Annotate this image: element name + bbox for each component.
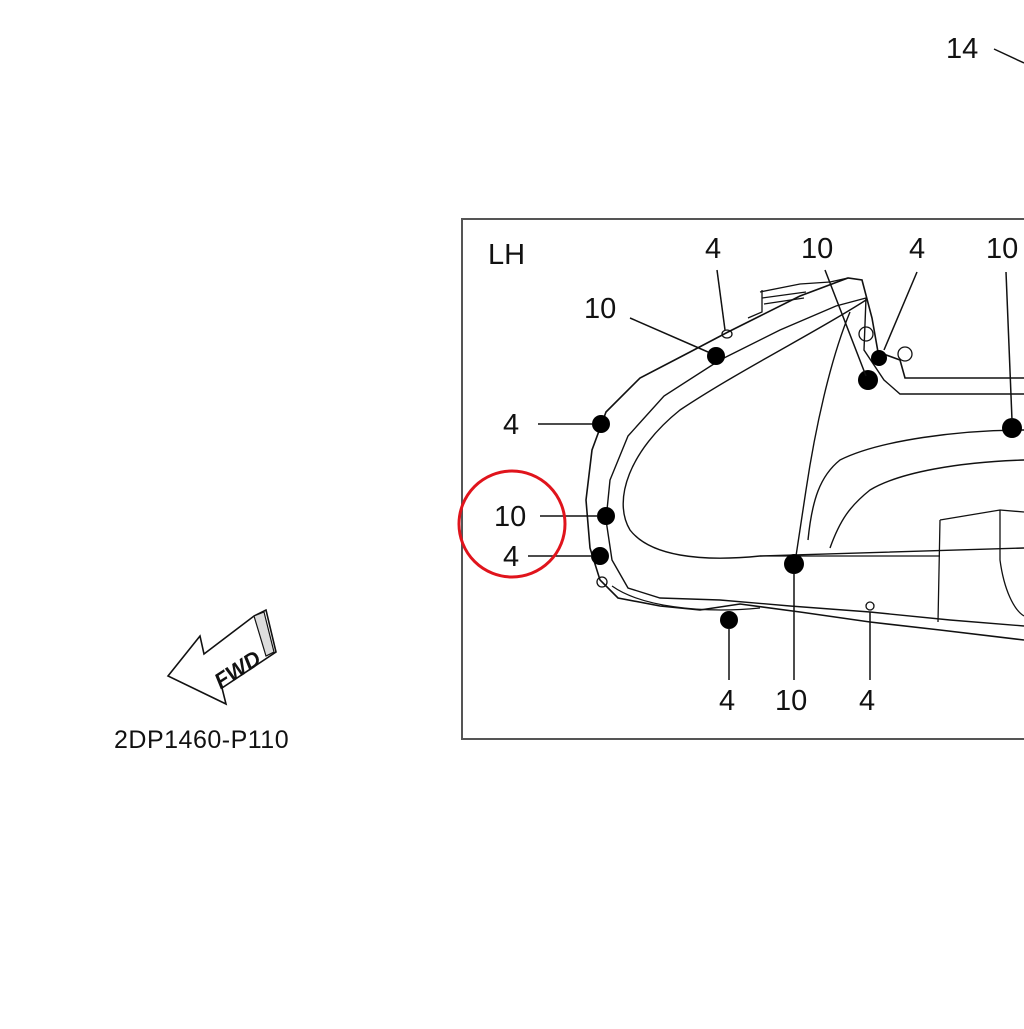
bolt-points <box>591 347 1022 629</box>
leader-line <box>993 48 1024 64</box>
cover-lower-box <box>937 509 1024 623</box>
bolt-point <box>597 507 615 525</box>
bolt-point <box>858 370 878 390</box>
callout-top-4-a: 4 <box>705 233 721 265</box>
callout-left-10-upper: 10 <box>584 293 616 325</box>
cover-rib <box>795 311 851 557</box>
callout-left-4-upper: 4 <box>503 409 519 441</box>
bolt-point <box>871 350 887 366</box>
cover-right-contour-2 <box>829 459 1024 549</box>
callout-left-4-lower: 4 <box>503 541 519 573</box>
part-number-top: 14 <box>946 33 978 65</box>
leader-lines <box>528 269 1013 680</box>
cover-lower-lip <box>611 585 761 611</box>
cover-vent-fins <box>747 277 849 319</box>
bolt-point <box>591 547 609 565</box>
detail-frame <box>461 218 1024 740</box>
cover-inner-recess <box>622 299 1024 559</box>
cover-outline-inner <box>605 297 1024 627</box>
callout-top-4-b: 4 <box>909 233 925 265</box>
view-label: LH <box>488 239 525 271</box>
fwd-arrow-icon: FWD <box>166 608 277 706</box>
callout-bottom-4-b: 4 <box>859 685 875 717</box>
cover-outline-outer <box>585 277 1024 641</box>
callout-top-10-b: 10 <box>986 233 1018 265</box>
bolt-point <box>707 347 725 365</box>
reference-code: 2DP1460-P110 <box>114 726 289 754</box>
cover-right-contour <box>807 429 1024 541</box>
bolt-point <box>720 611 738 629</box>
bolt-point <box>1002 418 1022 438</box>
bolt-point <box>592 415 610 433</box>
callout-bottom-4-a: 4 <box>719 685 735 717</box>
callout-left-10-circled: 10 <box>494 501 526 533</box>
bolt-point <box>784 554 804 574</box>
highlight-circle <box>457 469 567 579</box>
callout-top-10-a: 10 <box>801 233 833 265</box>
cover-small-holes <box>596 326 913 611</box>
callout-bottom-10: 10 <box>775 685 807 717</box>
